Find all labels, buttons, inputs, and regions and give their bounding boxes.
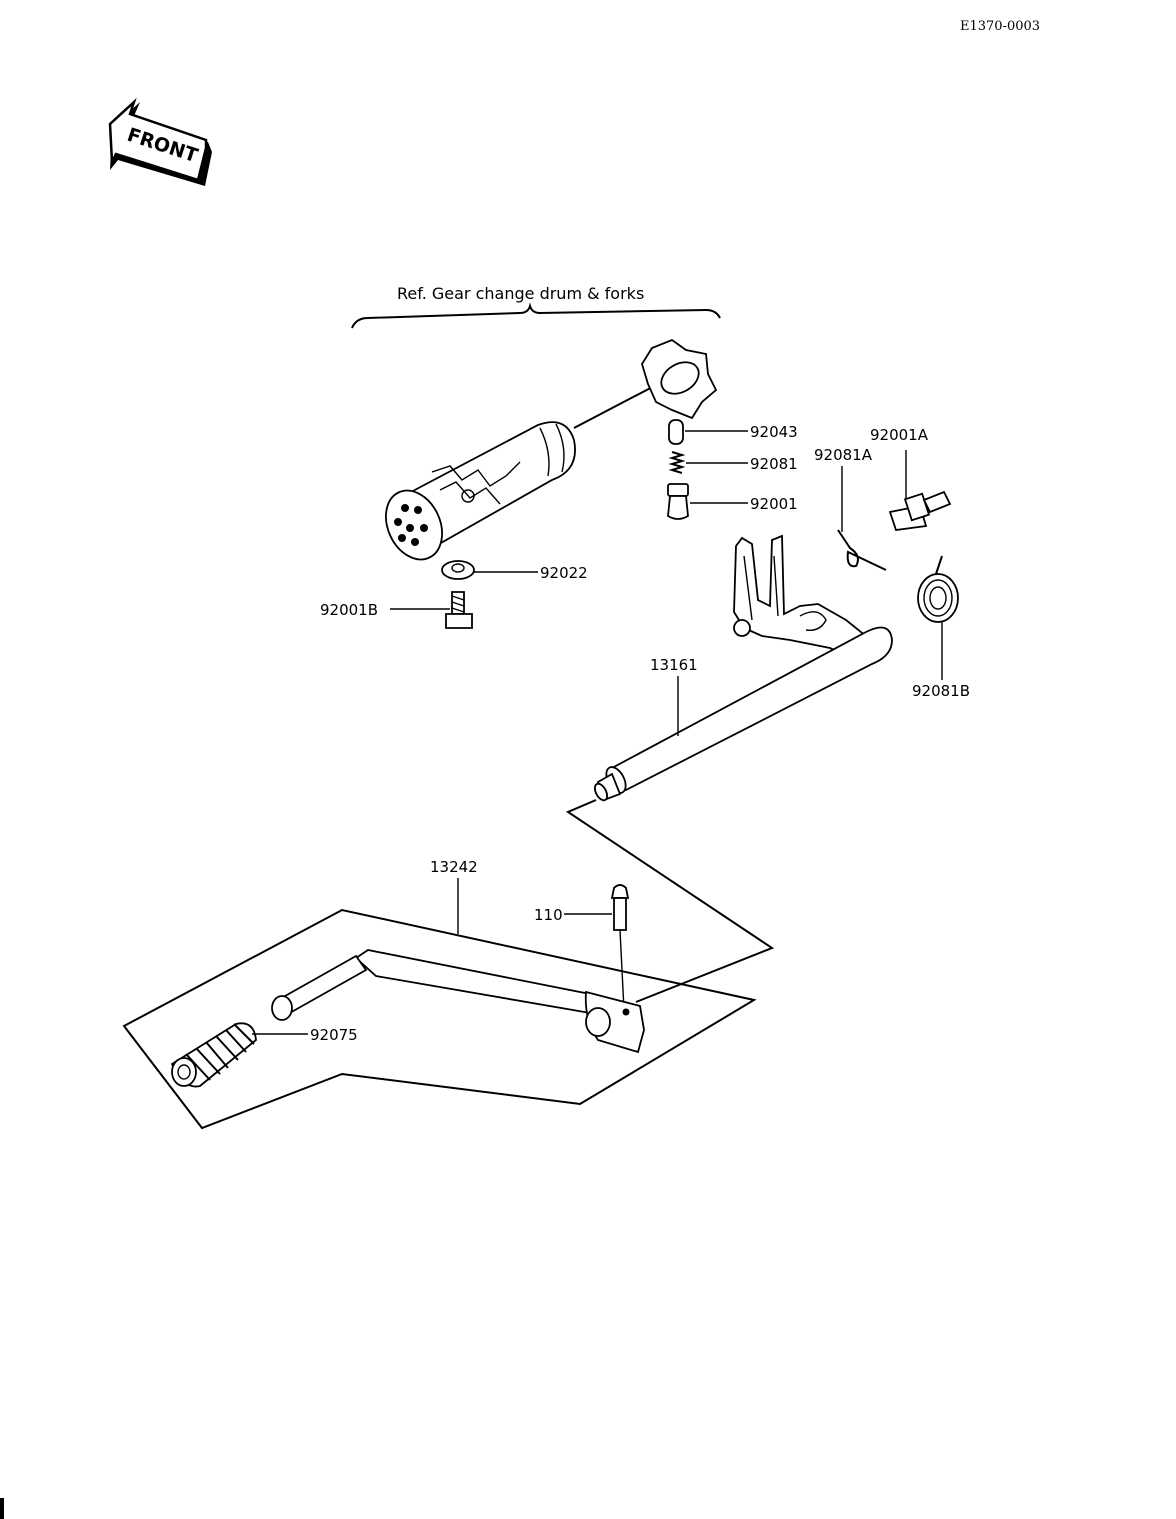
scan-edge-mark — [0, 1498, 4, 1519]
part-92001-plug — [667, 483, 689, 520]
label-92081A: 92081A — [814, 446, 873, 464]
part-13161-shift-shaft — [593, 534, 893, 802]
drum-star-plate — [641, 338, 718, 420]
document-code: E1370-0003 — [960, 19, 1040, 34]
part-92081B-spring — [917, 555, 959, 623]
part-92001B-bolt — [445, 591, 473, 629]
label-92081: 92081 — [750, 455, 798, 473]
reference-bracket — [351, 302, 721, 329]
assembly-connector — [565, 799, 775, 1003]
part-92081-spring — [668, 451, 686, 474]
gear-change-drum — [385, 382, 661, 561]
label-92001A: 92001A — [870, 426, 929, 444]
shift-pedal — [271, 949, 645, 1054]
label-92075: 92075 — [310, 1026, 358, 1044]
part-92001A-bolt — [888, 490, 952, 531]
leader-110-bolt-path — [619, 929, 625, 1011]
label-13242: 13242 — [430, 858, 478, 876]
label-92001B: 92001B — [320, 601, 378, 619]
shift-pedal-group-outline — [122, 908, 757, 1130]
label-92081B: 92081B — [912, 682, 970, 700]
part-92043-pin — [668, 419, 684, 445]
label-13161: 13161 — [650, 656, 698, 674]
label-92043: 92043 — [750, 423, 798, 441]
part-92022-stopper — [441, 560, 475, 580]
part-92081A-spring — [837, 529, 887, 571]
label-92001: 92001 — [750, 495, 798, 513]
front-arrow-icon: FRONT — [108, 97, 212, 186]
part-110-bolt — [610, 884, 630, 931]
reference-label: Ref. Gear change drum & forks — [397, 284, 644, 303]
label-110: 110 — [534, 906, 563, 924]
label-92022: 92022 — [540, 564, 588, 582]
part-92075-pedal-rubber — [170, 1022, 257, 1088]
